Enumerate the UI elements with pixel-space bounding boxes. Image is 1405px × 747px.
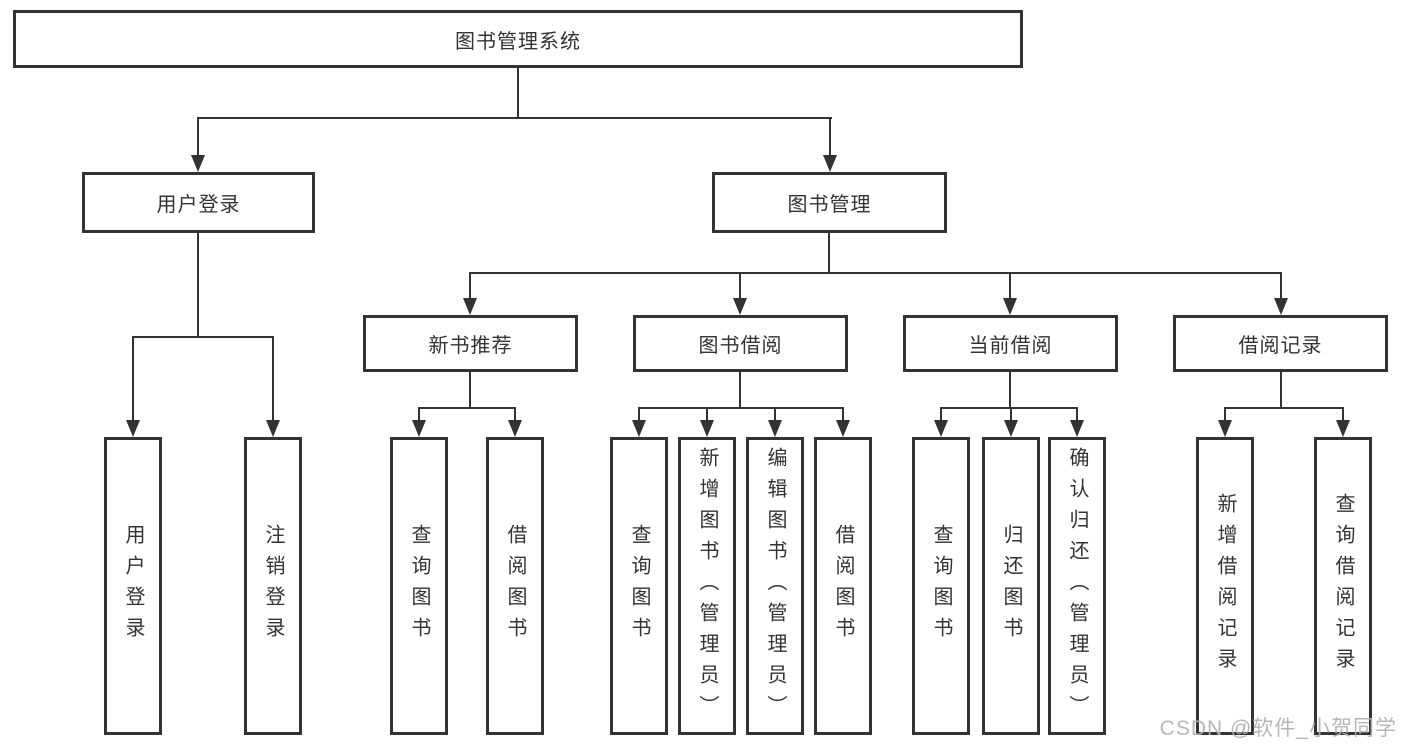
leaf-borrowing-add-books: 新增图书（管理员）	[678, 437, 736, 735]
connector-drop-new-book-recommend	[469, 272, 471, 299]
leaf-current-confirm-return: 确认归还（管理员）	[1048, 437, 1106, 735]
leaf-borrowing-edit-books: 编辑图书（管理员）	[746, 437, 804, 735]
node-current-borrowing: 当前借阅	[903, 315, 1118, 372]
leaf-records-query-record: 查询借阅记录	[1314, 437, 1372, 735]
connector-drop-current-confirm	[1076, 407, 1078, 421]
connector-level2-split	[197, 117, 832, 119]
arrow-down-icon	[1003, 298, 1017, 315]
connector-current-split	[940, 407, 1078, 409]
connector-drop-recommend-borrow	[514, 407, 516, 421]
arrow-down-icon	[836, 420, 850, 437]
leaf-borrowing-borrow-books: 借阅图书	[814, 437, 872, 735]
leaf-records-add-record: 新增借阅记录	[1196, 437, 1254, 735]
arrow-down-icon	[823, 155, 837, 172]
connector-drop-recommend-query	[418, 407, 420, 421]
leaf-recommend-query-books: 查询图书	[390, 437, 448, 735]
connector-drop-login	[132, 336, 134, 421]
connector-drop-records-query	[1342, 407, 1344, 421]
arrow-down-icon	[412, 420, 426, 437]
arrow-down-icon	[266, 420, 280, 437]
connector-drop-book-management	[829, 117, 831, 156]
node-borrow-records: 借阅记录	[1173, 315, 1388, 372]
connector-borrowing-stub	[739, 372, 741, 409]
connector-user-login-split	[132, 336, 274, 338]
connector-drop-book-borrowing	[739, 272, 741, 299]
connector-drop-borrowing-borrow	[842, 407, 844, 421]
connector-drop-borrowing-edit	[774, 407, 776, 421]
arrow-down-icon	[463, 298, 477, 315]
connector-drop-logout	[272, 336, 274, 421]
arrow-down-icon	[1004, 420, 1018, 437]
connector-recommend-split	[418, 407, 516, 409]
arrow-down-icon	[1070, 420, 1084, 437]
arrow-down-icon	[700, 420, 714, 437]
leaf-user-login: 用户登录	[104, 437, 162, 735]
leaf-current-return-books: 归还图书	[982, 437, 1040, 735]
leaf-borrowing-query-books: 查询图书	[610, 437, 668, 735]
node-new-book-recommend: 新书推荐	[363, 315, 578, 372]
connector-drop-borrowing-query	[638, 407, 640, 421]
connector-borrowing-split	[638, 407, 844, 409]
connector-records-stub	[1280, 372, 1282, 409]
leaf-logout: 注销登录	[244, 437, 302, 735]
arrow-down-icon	[768, 420, 782, 437]
arrow-down-icon	[632, 420, 646, 437]
leaf-recommend-borrow-books: 借阅图书	[486, 437, 544, 735]
arrow-down-icon	[1274, 298, 1288, 315]
node-library-management-system: 图书管理系统	[13, 10, 1023, 68]
connector-root-stub	[517, 68, 519, 118]
connector-level3-split	[470, 272, 1282, 274]
arrow-down-icon	[191, 155, 205, 172]
arrow-down-icon	[934, 420, 948, 437]
node-user-login: 用户登录	[82, 172, 315, 233]
connector-recommend-stub	[469, 372, 471, 409]
connector-user-login-stub	[197, 233, 199, 337]
node-book-management: 图书管理	[712, 172, 947, 233]
connector-drop-records-add	[1224, 407, 1226, 421]
connector-drop-borrowing-add	[706, 407, 708, 421]
arrow-down-icon	[1336, 420, 1350, 437]
arrow-down-icon	[733, 298, 747, 315]
connector-drop-current-borrowing	[1009, 272, 1011, 299]
connector-drop-borrow-records	[1280, 272, 1282, 299]
connector-records-split	[1224, 407, 1344, 409]
connector-book-management-stub	[828, 233, 830, 274]
node-book-borrowing: 图书借阅	[633, 315, 848, 372]
connector-drop-user-login	[197, 117, 199, 156]
arrow-down-icon	[126, 420, 140, 437]
connector-drop-current-return	[1010, 407, 1012, 421]
csdn-watermark: CSDN @软件_小贺同学	[1159, 717, 1397, 740]
arrow-down-icon	[508, 420, 522, 437]
leaf-current-query-books: 查询图书	[912, 437, 970, 735]
connector-drop-current-query	[940, 407, 942, 421]
arrow-down-icon	[1218, 420, 1232, 437]
connector-current-stub	[1009, 372, 1011, 409]
